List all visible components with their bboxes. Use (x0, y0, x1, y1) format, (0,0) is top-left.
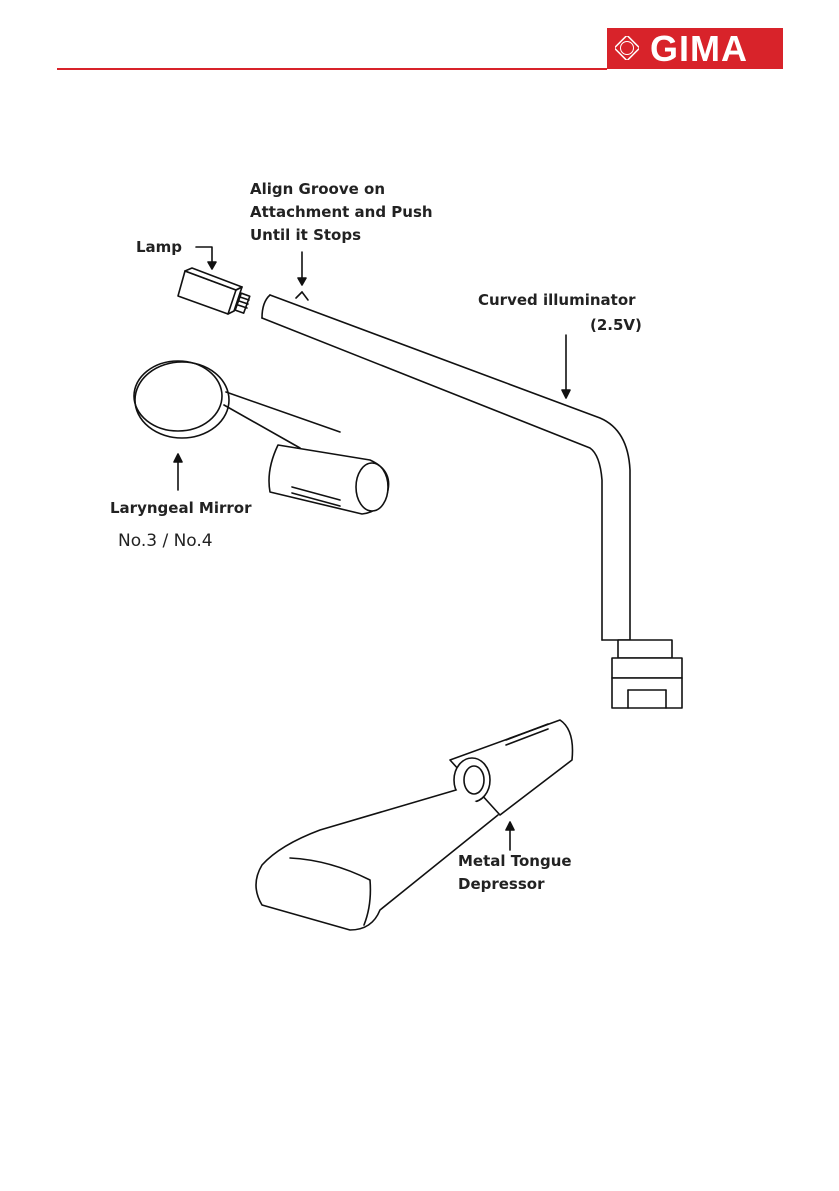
curved-illuminator-label-line1: Curved illuminator (478, 289, 636, 311)
tongue-depressor-drawing (256, 720, 573, 930)
align-groove-label-line3: Until it Stops (250, 224, 361, 246)
tongue-depressor-label-line1: Metal Tongue (458, 850, 572, 872)
laryngeal-mirror-drawing (134, 361, 389, 514)
mirror-sizes-label: No.3 / No.4 (118, 530, 213, 552)
curved-illuminator-label-line2: (2.5V) (590, 314, 642, 336)
tongue-depressor-label-line2: Depressor (458, 873, 545, 895)
align-groove-label-line1: Align Groove on (250, 178, 385, 200)
align-groove-label-line2: Attachment and Push (250, 201, 433, 223)
lamp-label: Lamp (136, 236, 182, 258)
laryngeal-mirror-label: Laryngeal Mirror (110, 497, 252, 519)
lamp-drawing (178, 268, 250, 314)
